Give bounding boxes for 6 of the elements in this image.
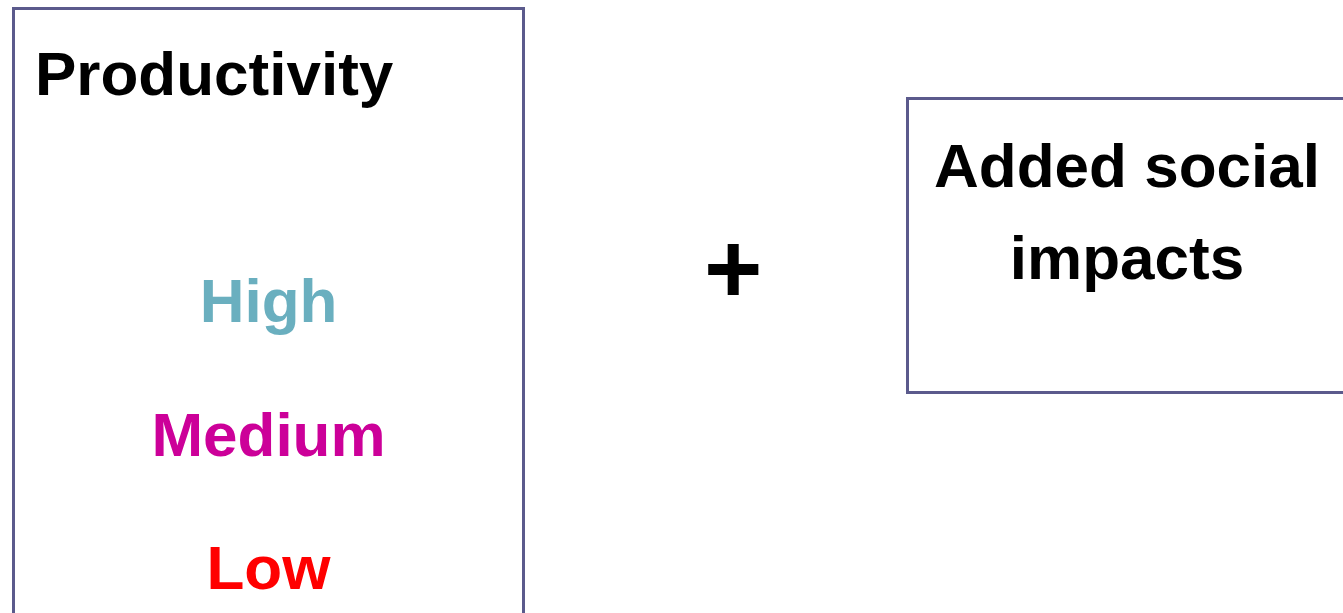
text-box [12,7,525,613]
level-label: Medium [150,404,387,466]
text-box [906,97,1343,394]
plus-sign: + [704,218,763,318]
box-text: Added social impacts [933,130,1321,294]
level-label: Low [205,537,332,599]
